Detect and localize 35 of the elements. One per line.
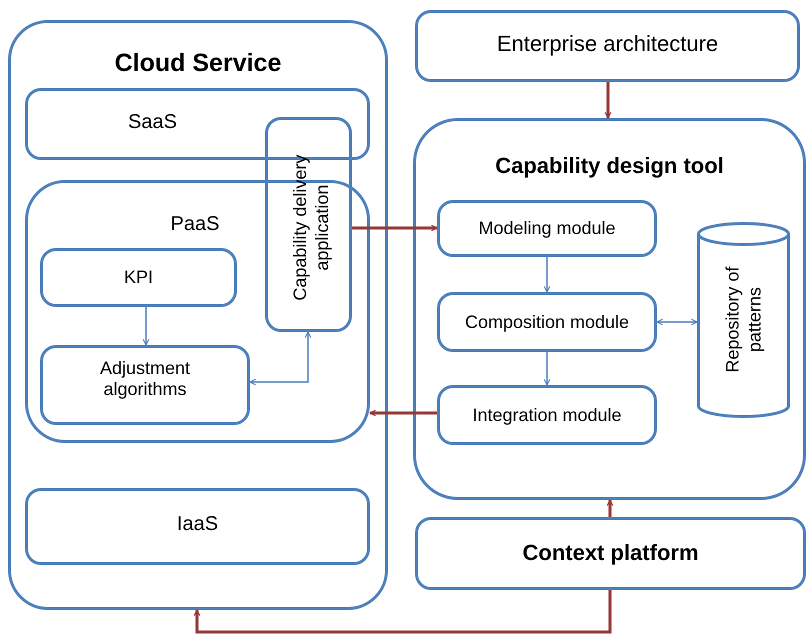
- arrow: [656, 318, 698, 326]
- container-box: [413, 118, 806, 500]
- module-box: [437, 292, 657, 352]
- module-box: [437, 200, 657, 257]
- container-box: [415, 10, 800, 82]
- arrow: [249, 331, 312, 386]
- label: Modeling module: [477, 218, 617, 239]
- heading: Capability design tool: [494, 153, 725, 179]
- module-box: [25, 488, 370, 565]
- arrow: [544, 257, 550, 293]
- label: SaaS: [127, 111, 178, 134]
- arrow: [142, 307, 150, 346]
- module-box: [40, 345, 250, 425]
- module-box: [40, 248, 237, 307]
- module-box: [437, 385, 657, 445]
- arrow: [544, 352, 550, 386]
- label: Enterprise architecture: [496, 31, 720, 57]
- heading: Context platform: [522, 540, 700, 566]
- label: Integration module: [471, 405, 623, 426]
- label: Capability delivery application: [290, 153, 333, 303]
- label: Composition module: [464, 312, 630, 333]
- container-box: [415, 517, 806, 590]
- arrow: [606, 499, 614, 517]
- arrow: [369, 410, 437, 416]
- label: Repository of patterns: [722, 266, 766, 376]
- label: IaaS: [176, 513, 220, 536]
- module-box: [265, 117, 352, 332]
- cylinder-store: [697, 222, 790, 418]
- heading: Cloud Service: [114, 49, 282, 78]
- label: KPI: [122, 267, 154, 288]
- container-box: [8, 20, 388, 610]
- arrow: [194, 590, 612, 634]
- label: Adjustment algorithms: [98, 358, 192, 400]
- arrow: [352, 224, 438, 232]
- arrow: [604, 82, 612, 119]
